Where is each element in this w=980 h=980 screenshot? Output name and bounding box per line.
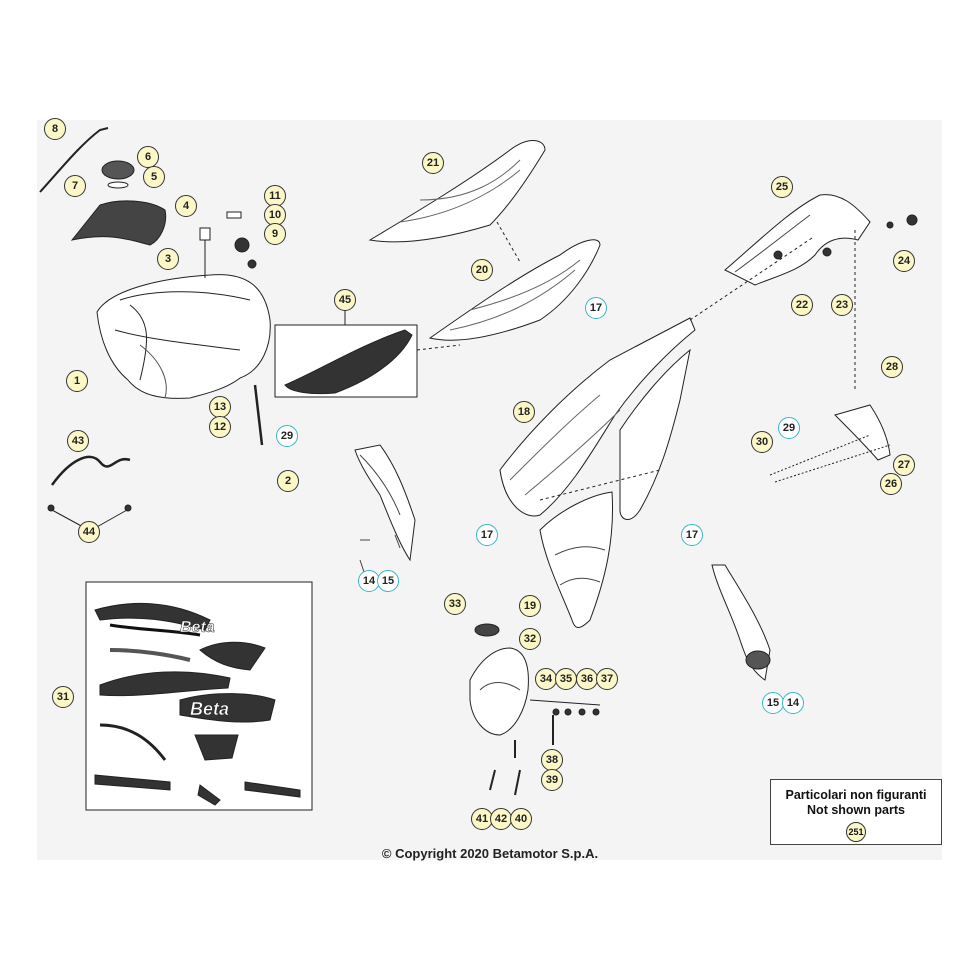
- fuel-pump-flange: [70, 200, 167, 246]
- callout-12: 12: [209, 416, 231, 438]
- callout-33: 33: [444, 593, 466, 615]
- airbox-housing: [469, 647, 529, 736]
- seat-21: [368, 140, 546, 243]
- callout-28: 28: [881, 356, 903, 378]
- callout-34: 34: [535, 668, 557, 690]
- callout-29-bracket: 29: [778, 417, 800, 439]
- not-shown-parts-box: Particolari non figuranti Not shown part…: [770, 779, 942, 845]
- fuel-cap: [101, 160, 135, 180]
- callout-27: 27: [893, 454, 915, 476]
- callout-36: 36: [576, 668, 598, 690]
- decal-brand-lower: Beta: [190, 699, 229, 719]
- callout-43: 43: [67, 430, 89, 452]
- decal-brand-upper: Beta: [180, 619, 215, 636]
- petcock: [199, 227, 211, 241]
- callout-40: 40: [510, 808, 532, 830]
- callout-31: 31: [52, 686, 74, 708]
- callout-22: 22: [791, 294, 813, 316]
- callout-24: 24: [893, 250, 915, 272]
- vent-hose: [50, 455, 131, 486]
- callout-4: 4: [175, 195, 197, 217]
- callout-35: 35: [555, 668, 577, 690]
- rear-fender: [724, 194, 871, 286]
- air-filter: [474, 623, 500, 637]
- notes-line-english: Not shown parts: [807, 803, 905, 817]
- callout-6: 6: [137, 146, 159, 168]
- breather-hose: [39, 127, 109, 193]
- callout-2: 2: [277, 470, 299, 492]
- callout-41: 41: [471, 808, 493, 830]
- callout-45: 45: [334, 289, 356, 311]
- callout-20: 20: [471, 259, 493, 281]
- license-plate-bracket: [834, 404, 891, 461]
- callout-25: 25: [771, 176, 793, 198]
- callout-37: 37: [596, 668, 618, 690]
- callout-42: 42: [490, 808, 512, 830]
- callout-7: 7: [64, 175, 86, 197]
- airbox-cover: [539, 491, 613, 628]
- callout-15-left: 15: [377, 570, 399, 592]
- callout-17-right: 17: [681, 524, 703, 546]
- callout-5: 5: [143, 166, 165, 188]
- callout-251: 251: [846, 822, 866, 842]
- copyright-text: © Copyright 2020 Betamotor S.p.A.: [381, 846, 599, 861]
- callout-19: 19: [519, 595, 541, 617]
- callout-17-top: 17: [585, 297, 607, 319]
- callout-13: 13: [209, 396, 231, 418]
- callout-39: 39: [541, 769, 563, 791]
- frame-guard-left: [354, 444, 416, 562]
- decal-front-number: [194, 734, 239, 761]
- callout-21: 21: [422, 152, 444, 174]
- callout-26: 26: [880, 473, 902, 495]
- callout-8: 8: [44, 118, 66, 140]
- decal-shroud-top: [94, 602, 211, 631]
- callout-44: 44: [78, 521, 100, 543]
- notes-line-italian: Particolari non figuranti: [785, 788, 927, 802]
- callout-18: 18: [513, 401, 535, 423]
- callout-38: 38: [541, 749, 563, 771]
- callout-30: 30: [751, 431, 773, 453]
- callout-32: 32: [519, 628, 541, 650]
- callout-17-left: 17: [476, 524, 498, 546]
- seat-20: [428, 239, 601, 341]
- callout-23: 23: [831, 294, 853, 316]
- callout-14-right: 14: [782, 692, 804, 714]
- callout-15-right: 15: [762, 692, 784, 714]
- callout-3: 3: [157, 248, 179, 270]
- fuel-tank: [96, 274, 271, 399]
- callout-29-tank: 29: [276, 425, 298, 447]
- side-panel-right: [619, 348, 691, 520]
- callout-1: 1: [66, 370, 88, 392]
- callout-9: 9: [264, 223, 286, 245]
- side-panel-left: [499, 317, 696, 517]
